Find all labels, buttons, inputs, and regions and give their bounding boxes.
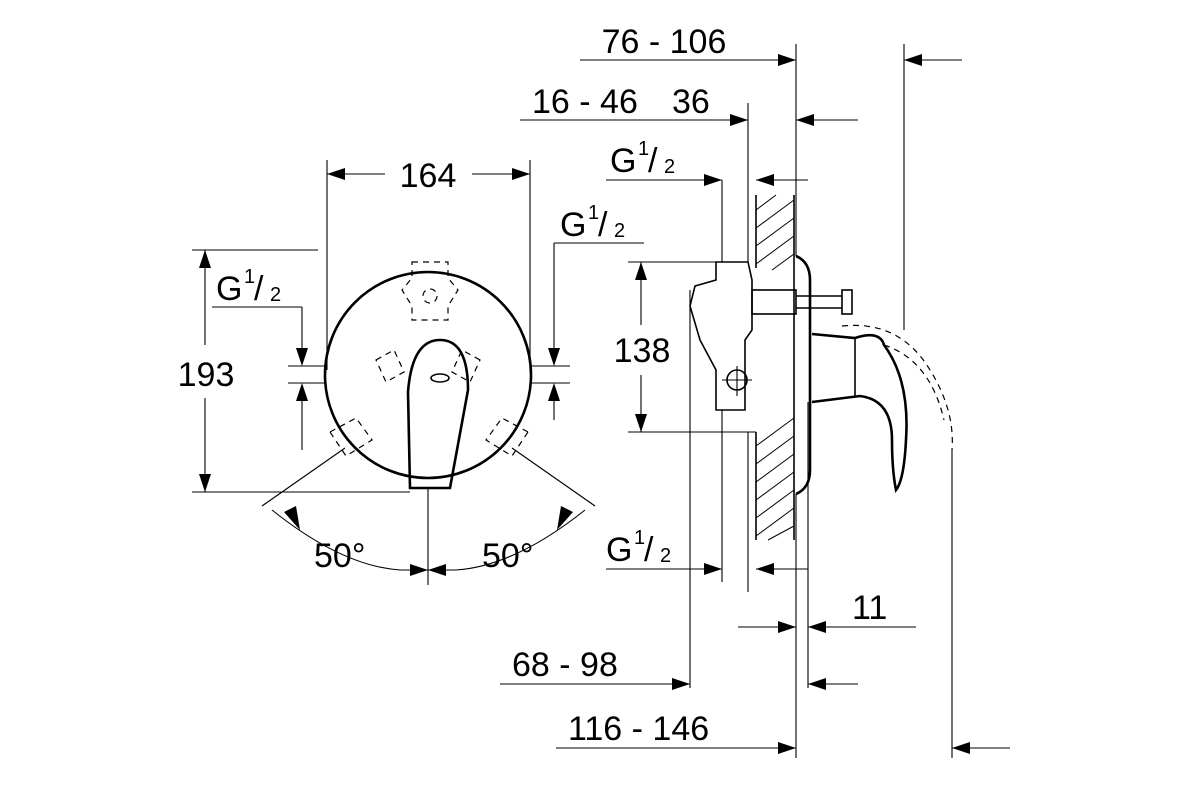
dim-116-146: 116 - 146 <box>556 710 1010 754</box>
label-138: 138 <box>614 332 671 370</box>
angle-right-50: 50° <box>428 447 596 576</box>
thread-right-g: G <box>560 206 586 244</box>
handle-rotation <box>841 324 953 451</box>
thread-bottom-num: 1 <box>634 527 645 549</box>
thread-right-num: 1 <box>588 202 599 224</box>
hidden-left-inlet <box>329 349 405 457</box>
valve-neck <box>751 289 797 315</box>
dim-68-98: 68 - 98 <box>500 646 858 690</box>
handle-profile <box>811 332 908 493</box>
label-116-146: 116 - 146 <box>568 710 709 748</box>
angle-left-50: 50° <box>261 447 428 576</box>
rosette-plate <box>323 270 533 480</box>
dim-16-46-36: 16 - 46 36 <box>520 83 858 126</box>
dim-height-138: 138 <box>614 261 756 433</box>
label-76-106: 76 - 106 <box>602 23 727 61</box>
thread-left: G 1 / 2 <box>212 266 326 450</box>
thread-bottom-g: G <box>606 531 632 569</box>
valve-body <box>689 261 753 411</box>
side-view <box>689 194 953 541</box>
label-36: 36 <box>672 83 710 121</box>
lever-handle <box>406 338 470 490</box>
label-68-98: 68 - 98 <box>512 646 618 684</box>
label-164: 164 <box>400 157 457 195</box>
rosette-profile <box>795 254 812 496</box>
thread-left-g: G <box>216 270 242 308</box>
thread-bottom-slash: / <box>644 531 654 569</box>
dim-11: 11 <box>738 589 916 633</box>
wall-hatching <box>755 194 795 541</box>
thread-right: G 1 / 2 <box>530 202 644 420</box>
label-angle-left: 50° <box>314 537 365 575</box>
label-angle-right: 50° <box>482 537 533 575</box>
dim-76-106: 76 - 106 <box>580 23 962 66</box>
thread-bottom-den: 2 <box>660 545 671 567</box>
thread-right-slash: / <box>598 206 608 244</box>
lever-slot <box>430 373 450 383</box>
label-11: 11 <box>852 589 887 627</box>
thread-left-num: 1 <box>244 266 255 288</box>
hidden-top-outlet <box>401 261 459 321</box>
thread-bottom: G 1 / 2 <box>606 410 808 582</box>
front-view <box>323 261 533 585</box>
thread-left-den: 2 <box>270 284 281 306</box>
thread-right-den: 2 <box>614 220 625 242</box>
hidden-top-port <box>422 288 438 304</box>
dim-width-164: 164 <box>326 157 531 370</box>
hidden-right-inlet <box>451 349 529 457</box>
thread-left-slash: / <box>254 270 264 308</box>
thread-top: G 1 / 2 <box>606 138 808 262</box>
dim-height-193: 193 <box>178 249 410 493</box>
label-193: 193 <box>178 356 235 394</box>
thread-top-slash: / <box>648 142 658 180</box>
thread-top-den: 2 <box>664 156 675 178</box>
label-16-46: 16 - 46 <box>532 83 638 121</box>
thread-top-num: 1 <box>638 138 649 160</box>
thread-top-g: G <box>610 142 636 180</box>
